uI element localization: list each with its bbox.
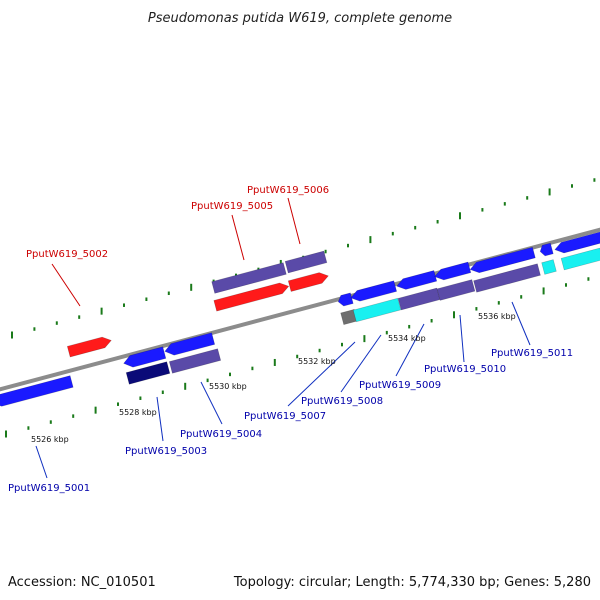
leader-line (459, 314, 465, 363)
scale-label: 5536 kbp (478, 312, 516, 321)
gene-feature-5002 (66, 336, 112, 358)
scale-label: 5532 kbp (298, 357, 336, 366)
gene-feature (554, 230, 600, 254)
gene-label-5005[interactable]: PputW619_5005 (191, 201, 273, 212)
gene-label-5011[interactable]: PputW619_5011 (491, 348, 573, 359)
gene-labels: PputW619_5001 PputW619_5002 PputW619_500… (8, 185, 573, 494)
leader-line (35, 445, 48, 479)
gene-feature-5009 (396, 270, 438, 290)
scale-labels: 5526 kbp 5528 kbp 5530 kbp 5532 kbp 5534… (31, 312, 516, 444)
gene-feature-5011 (473, 263, 541, 293)
gene-label-5007[interactable]: PputW619_5007 (244, 411, 326, 422)
gene-label-5006[interactable]: PputW619_5006 (247, 185, 329, 196)
map-title: Pseudomonas putida W619, complete genome (148, 11, 452, 26)
gene-label-5002[interactable]: PputW619_5002 (26, 249, 108, 260)
gene-feature-5006 (284, 250, 328, 274)
topology-summary: Topology: circular; Length: 5,774,330 bp… (233, 575, 591, 590)
gene-label-5003[interactable]: PputW619_5003 (125, 446, 207, 457)
scale-label: 5528 kbp (119, 408, 157, 417)
leader-line (511, 301, 531, 346)
scale-label: 5526 kbp (31, 435, 69, 444)
gene-feature-5011 (469, 246, 536, 274)
leader-line (340, 334, 382, 393)
gene-feature-5003 (125, 361, 171, 385)
gene-feature (541, 259, 557, 275)
gene-feature-5008 (352, 297, 402, 323)
gene-label-5001[interactable]: PputW619_5001 (8, 483, 90, 494)
gene-feature-5003 (123, 346, 167, 368)
gene-features (0, 230, 600, 407)
gene-feature-5001 (0, 375, 74, 407)
gene-label-5010[interactable]: PputW619_5010 (424, 364, 506, 375)
gene-feature-5005 (211, 262, 287, 294)
leader-line (287, 341, 356, 407)
gene-label-5004[interactable]: PputW619_5004 (180, 429, 262, 440)
gene-feature-5006 (287, 272, 329, 292)
gene-feature-5010 (436, 279, 476, 301)
gene-feature-5008 (350, 280, 398, 302)
accession-text: Accession: NC_010501 (8, 575, 156, 590)
gene-label-5009[interactable]: PputW619_5009 (359, 380, 441, 391)
leader-line (231, 214, 245, 261)
gene-feature-5004 (168, 348, 222, 374)
leader-line (287, 197, 301, 245)
gene-feature-5010 (434, 261, 472, 281)
label-leaders (35, 197, 531, 479)
gene-feature (539, 242, 554, 257)
gene-feature-5004 (164, 332, 216, 356)
gene-feature-5009 (397, 287, 441, 311)
scale-label: 5530 kbp (209, 382, 247, 391)
gene-label-5008[interactable]: PputW619_5008 (301, 396, 383, 407)
scale-label: 5534 kbp (388, 334, 426, 343)
gene-feature (560, 247, 600, 271)
leader-line (156, 396, 164, 442)
leader-line (51, 263, 81, 307)
gene-feature-5007 (337, 292, 354, 307)
leader-line (395, 323, 425, 377)
gene-feature-5005 (213, 282, 290, 312)
leader-line (200, 381, 223, 425)
